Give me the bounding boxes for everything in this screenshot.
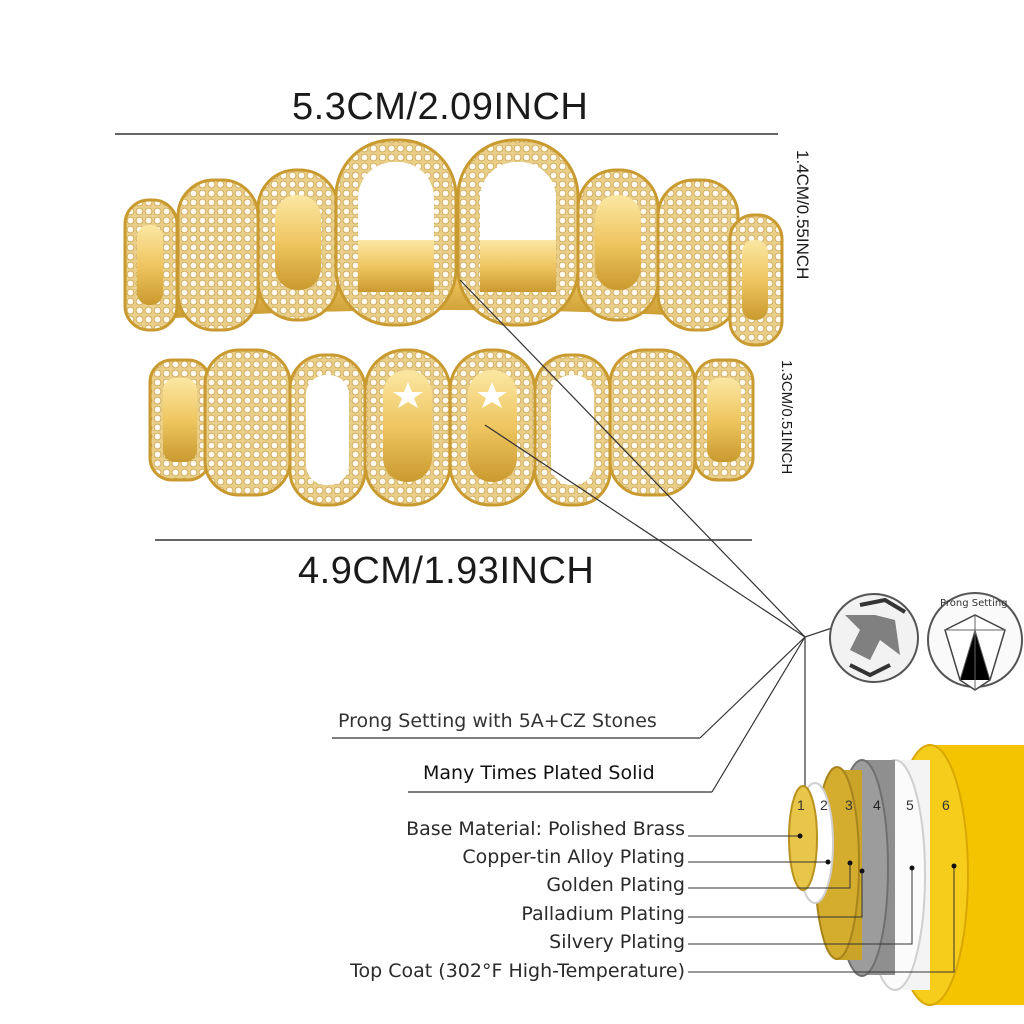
layer-6-label: Top Coat (302°F High-Temperature): [350, 960, 685, 982]
bottom-width-label: 4.9CM/1.93INCH: [298, 550, 595, 592]
top-height-label: 1.4CM/0.55INCH: [793, 150, 812, 280]
layer-3-number: 3: [845, 797, 853, 813]
layer-2-label: Copper-tin Alloy Plating: [462, 846, 685, 868]
star-cutouts: [393, 382, 507, 408]
top-width-label: 5.3CM/2.09INCH: [292, 86, 589, 128]
layer-6-number: 6: [942, 797, 950, 813]
layer-1-row: Base Material: Polished Brass: [290, 818, 685, 840]
layer-4-row: Palladium Plating: [290, 903, 685, 925]
prong-setting-circle: [927, 592, 1023, 691]
bottom-height-label: 1.3CM/0.51INCH: [778, 360, 795, 475]
layer-1-label: Base Material: Polished Brass: [406, 818, 685, 840]
layer-1-number: 1: [797, 797, 805, 813]
layer-5-label: Silvery Plating: [549, 931, 685, 953]
callout-lines: [332, 279, 833, 793]
stone-texture-circle: [829, 593, 919, 683]
layer-leader-lines: [688, 835, 955, 973]
layer-cylinders: [788, 744, 1024, 1006]
layer-3-row: Golden Plating: [290, 874, 685, 896]
layer-5-row: Silvery Plating: [290, 931, 685, 953]
layer-4-number: 4: [873, 797, 881, 813]
bottom-grill-teeth: [148, 348, 755, 507]
layer-3-label: Golden Plating: [546, 874, 685, 896]
prong-setting-callout: Prong Setting with 5A+CZ Stones: [338, 710, 657, 732]
prong-badge: Prong Setting: [940, 598, 1008, 609]
top-grill-teeth: [123, 138, 784, 347]
layer-4-label: Palladium Plating: [521, 903, 685, 925]
layer-leader-dots: [797, 833, 957, 874]
plated-callout: Many Times Plated Solid: [423, 762, 655, 784]
layer-2-number: 2: [820, 797, 828, 813]
layer-2-row: Copper-tin Alloy Plating: [290, 846, 685, 868]
layer-5-number: 5: [906, 797, 914, 813]
layer-6-row: Top Coat (302°F High-Temperature): [290, 960, 685, 982]
